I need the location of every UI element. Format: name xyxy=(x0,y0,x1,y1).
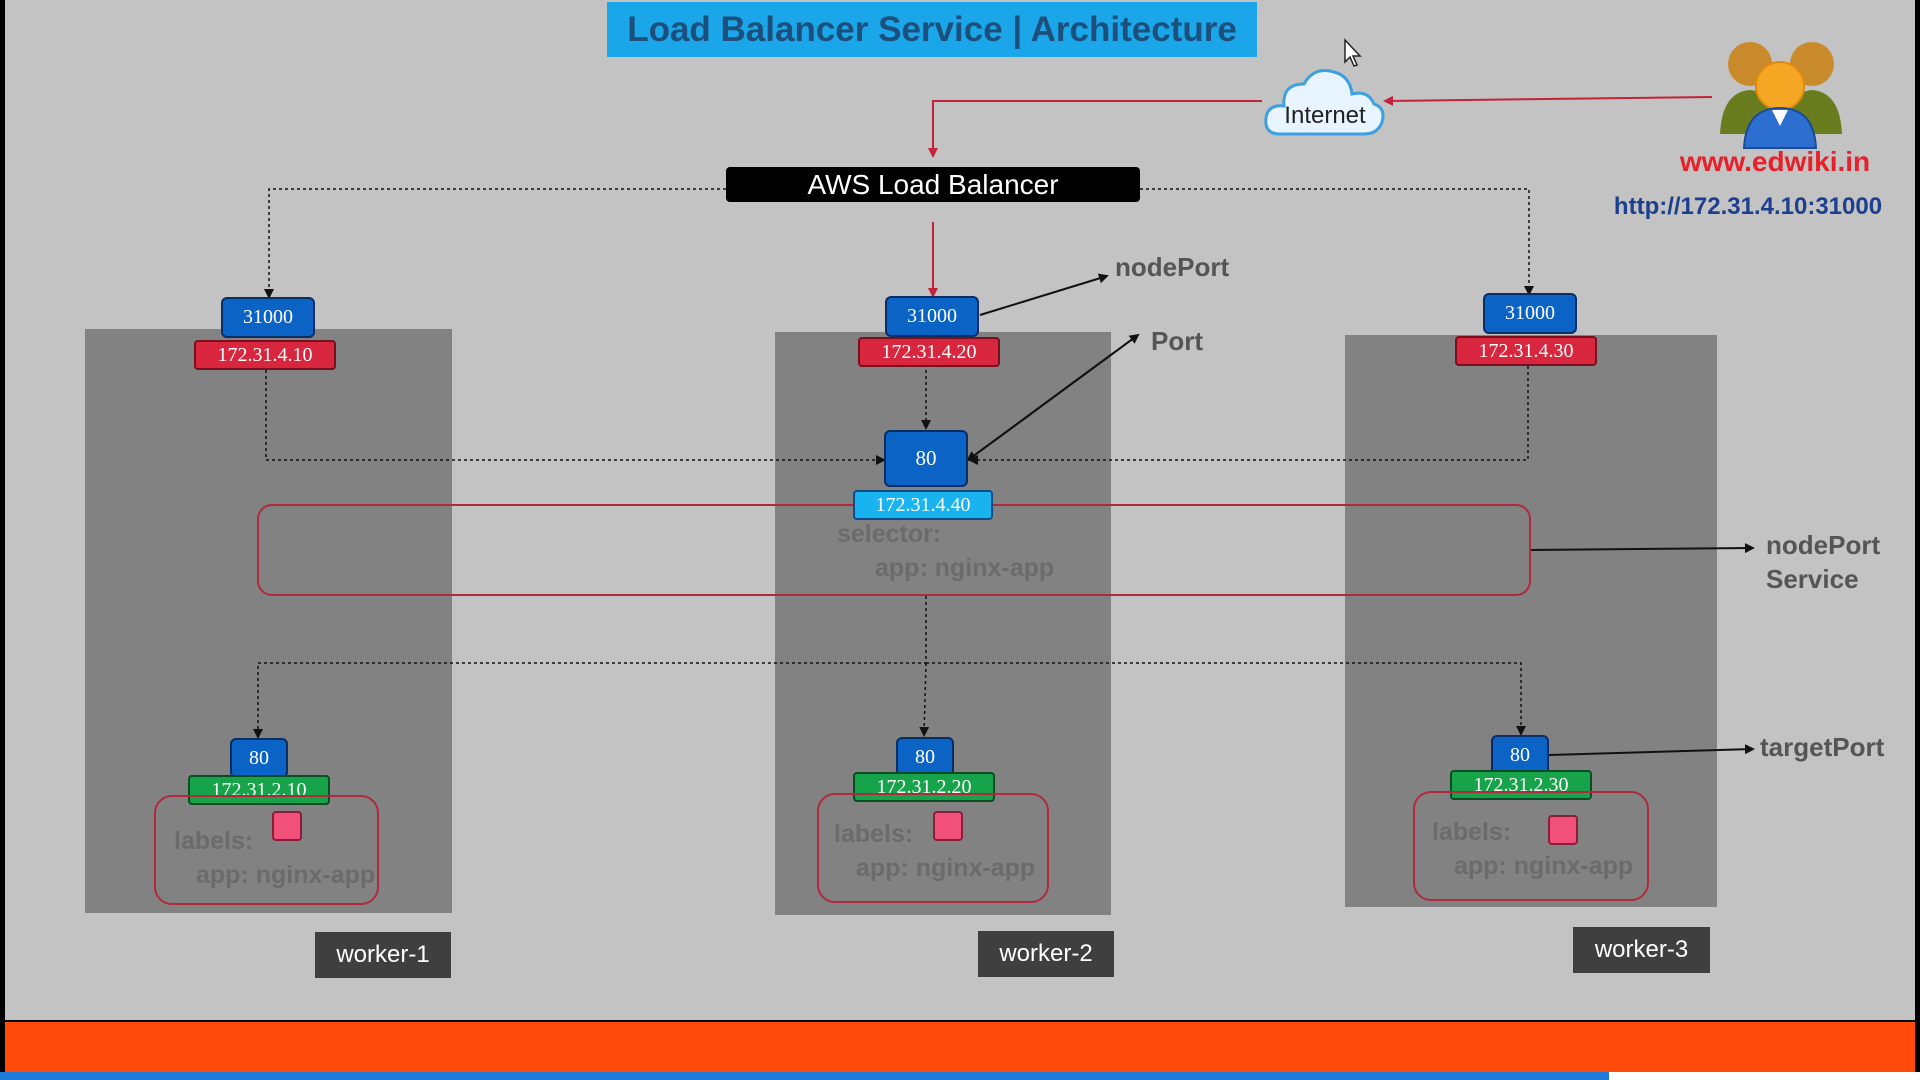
worker-3-node xyxy=(1345,335,1717,907)
worker-1-nodeport: 31000 xyxy=(221,297,315,338)
worker-3-labels-label: labels: xyxy=(1432,818,1512,846)
cloud-icon xyxy=(1264,69,1385,136)
worker-2-pod-ip: 172.31.2.20 xyxy=(853,772,995,802)
worker-1-labels-value: app: nginx-app xyxy=(196,861,376,889)
worker-1-pod xyxy=(154,795,379,905)
service-to-pod3-line xyxy=(926,662,1526,736)
port-callout-arrow-tail xyxy=(967,333,1140,461)
mouse-cursor-icon xyxy=(1344,38,1362,67)
footer-bar xyxy=(5,1022,1915,1072)
worker-3-pod-port: 80 xyxy=(1491,735,1549,775)
targetport-callout-arrow xyxy=(1548,744,1755,756)
service-port: 80 xyxy=(884,430,968,487)
worker-1-labels-label: labels: xyxy=(174,827,254,855)
worker-2-pod xyxy=(817,793,1049,903)
worker-3-node-ip: 172.31.4.30 xyxy=(1455,336,1597,366)
user-to-internet-line xyxy=(1383,95,1713,106)
service-selector-value: app: nginx-app xyxy=(875,554,1055,582)
worker-1-node xyxy=(85,329,452,913)
worker1-to-service-line xyxy=(265,370,886,465)
worker-1-pod-port: 80 xyxy=(230,738,288,778)
service-callout-arrow xyxy=(1529,543,1755,554)
worker-2-labels-value: app: nginx-app xyxy=(856,854,1036,882)
users-icon xyxy=(1720,42,1842,149)
worker-1-node-ip: 172.31.4.10 xyxy=(194,340,336,370)
nodeport-callout-arrow xyxy=(979,273,1109,316)
worker3-to-service-line xyxy=(968,366,1529,465)
service-to-pod2-line xyxy=(919,662,930,737)
worker-2-label: worker-2 xyxy=(978,931,1114,977)
lb-to-worker1-line xyxy=(264,188,726,299)
worker-1-pod-square-icon xyxy=(272,811,302,841)
worker-2-nodeport: 31000 xyxy=(885,296,979,337)
nodeport-service-callout-line2: Service xyxy=(1766,564,1859,594)
video-progress-remaining[interactable] xyxy=(1609,1072,1920,1080)
internet-cloud: Internet xyxy=(1262,64,1388,140)
nodeport-callout: nodePort xyxy=(1115,252,1230,282)
internet-to-lb-line xyxy=(928,100,1262,158)
slide-title: Load Balancer Service | Architecture xyxy=(607,2,1257,57)
worker-3-pod-ip: 172.31.2.30 xyxy=(1450,770,1592,800)
site-url[interactable]: www.edwiki.in xyxy=(1679,146,1871,177)
lb-to-worker3-line xyxy=(1140,188,1534,296)
worker-2-labels-label: labels: xyxy=(834,820,914,848)
worker-2-node-ip: 172.31.4.20 xyxy=(858,337,1000,367)
worker-3-pod-square-icon xyxy=(1548,815,1578,845)
aws-load-balancer: AWS Load Balancer xyxy=(726,167,1140,202)
access-url[interactable]: http://172.31.4.10:31000 xyxy=(1613,193,1883,220)
worker-2-pod-square-icon xyxy=(933,811,963,841)
internet-label: Internet xyxy=(1284,102,1366,129)
worker-3-label: worker-3 xyxy=(1573,927,1710,973)
worker-3-labels-value: app: nginx-app xyxy=(1454,852,1634,880)
nodeport-service-callout-line1: nodePort xyxy=(1766,530,1881,560)
service-cluster-ip: 172.31.4.40 xyxy=(853,490,993,520)
worker-3-nodeport: 31000 xyxy=(1483,293,1577,334)
port-callout: Port xyxy=(1151,326,1203,356)
service-to-pods-line xyxy=(253,596,927,739)
worker-1-label: worker-1 xyxy=(315,932,451,978)
service-selector-label: selector: xyxy=(837,520,942,548)
targetport-callout: targetPort xyxy=(1760,732,1885,762)
worker-2-pod-port: 80 xyxy=(896,737,954,777)
video-progress-bar[interactable] xyxy=(0,1072,1609,1080)
worker-3-pod xyxy=(1413,791,1649,901)
